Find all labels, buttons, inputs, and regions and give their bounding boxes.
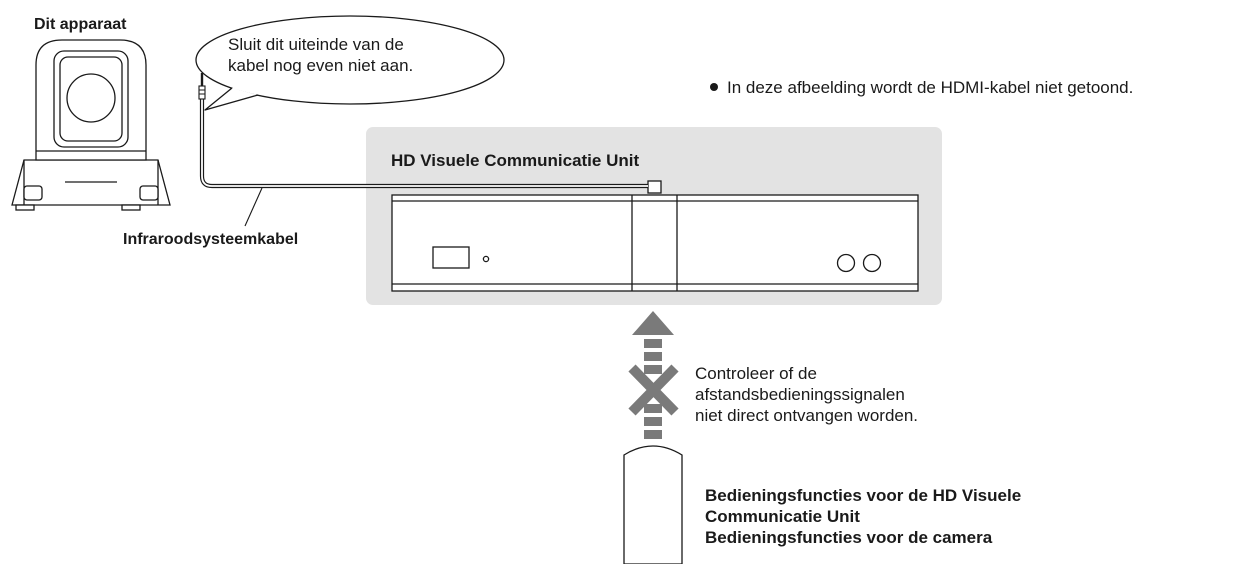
unit-device <box>391 194 919 292</box>
infrared-cable <box>198 73 648 189</box>
x-icon <box>628 364 679 416</box>
unit-indicator-led <box>482 255 490 263</box>
note-line: In deze afbeelding wordt de HDMI-kabel n… <box>710 77 1133 98</box>
unit-label: HD Visuele Communicatie Unit <box>391 151 640 170</box>
speech-bubble-shape <box>195 15 505 111</box>
bullet-icon <box>710 82 718 91</box>
arrow-up-icon <box>632 311 674 439</box>
unit-display-window <box>432 246 470 269</box>
remote-functions: Bedieningsfuncties voor de HD Visuele Co… <box>705 486 1022 547</box>
cable-connector <box>647 180 662 194</box>
note-text: In deze afbeelding wordt de HDMI-kabel n… <box>727 78 1134 97</box>
unit-round-button-left <box>836 253 856 273</box>
speech-bubble-text: Sluit dit uiteinde van de kabel nog even… <box>228 35 414 75</box>
cable-label-leader <box>244 187 263 227</box>
signal-note: Controleer of de afstandsbedieningssigna… <box>695 364 919 425</box>
camera-label: Dit apparaat <box>34 16 127 33</box>
remote-control <box>623 445 683 564</box>
unit-round-button-right <box>862 253 882 273</box>
cable-label: Infraroodsysteemkabel <box>123 231 299 248</box>
camera-device <box>11 39 171 211</box>
